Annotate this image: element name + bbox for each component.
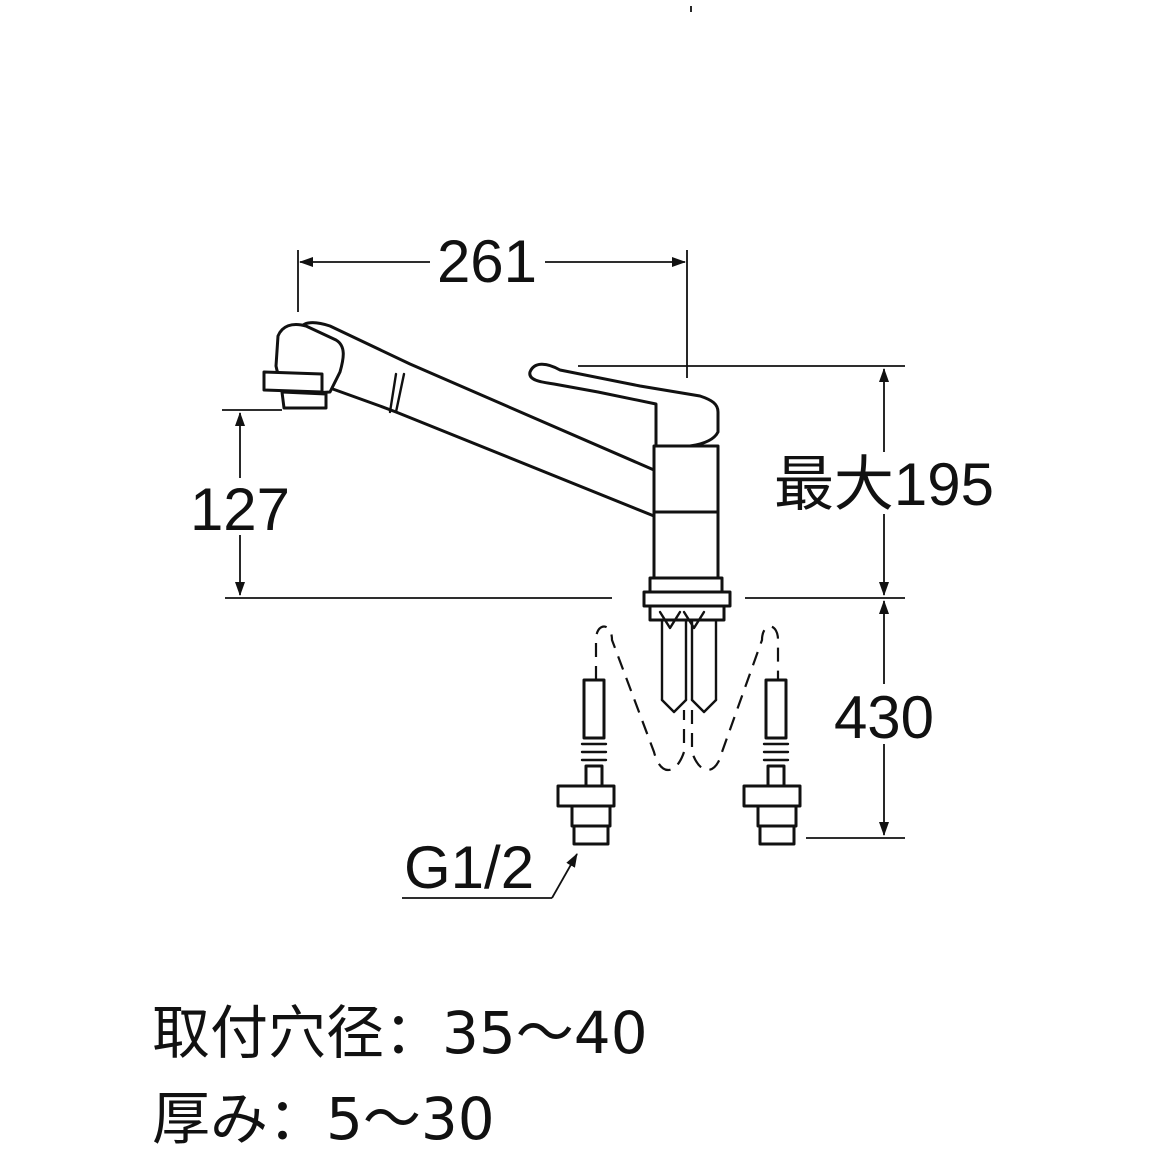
spout-seam bbox=[388, 372, 398, 414]
leader-arrow bbox=[551, 853, 578, 899]
spout-seam-2 bbox=[394, 372, 406, 414]
mounting-fittings bbox=[642, 590, 732, 714]
hose-left-neck bbox=[584, 764, 604, 788]
dimension-430: 430 bbox=[806, 600, 934, 839]
dimension-label-max-195: 最大195 bbox=[774, 451, 994, 518]
dimension-261: 261 bbox=[297, 228, 688, 378]
mounting-hole-spec: 取付穴径：35～40 bbox=[152, 999, 648, 1067]
nozzle-tip bbox=[280, 390, 328, 410]
nozzle-cap bbox=[262, 370, 324, 394]
hose-right bbox=[742, 678, 802, 846]
hose-left bbox=[556, 678, 616, 846]
connection-label: G1/2 bbox=[404, 834, 534, 901]
mounting-nut bbox=[642, 590, 732, 608]
hose-left-tube bbox=[582, 678, 606, 740]
pipe-collars bbox=[658, 610, 706, 630]
lever-handle bbox=[528, 362, 720, 452]
faucet-body bbox=[262, 321, 724, 594]
hose-right-ribs bbox=[762, 742, 790, 762]
valve-left-body bbox=[570, 804, 612, 828]
body-upper bbox=[652, 444, 720, 514]
hose-right-dashed bbox=[690, 625, 780, 771]
spout-arm bbox=[292, 321, 656, 518]
body-collar bbox=[648, 576, 724, 594]
hose-left-ribs bbox=[580, 742, 608, 762]
valve-right-body bbox=[756, 804, 798, 828]
body-lower bbox=[652, 510, 720, 580]
thickness-spec: 厚み：5～30 bbox=[152, 1085, 495, 1153]
connection-callout: G1/2 bbox=[402, 834, 578, 901]
dimension-127: 127 bbox=[190, 409, 290, 596]
dimension-label-127: 127 bbox=[190, 476, 290, 543]
valve-right-top bbox=[742, 784, 802, 808]
supply-pipes bbox=[660, 618, 718, 702]
dimension-max-195: 最大195 bbox=[578, 365, 994, 596]
dimension-label-430: 430 bbox=[834, 684, 934, 751]
hose-right-tube bbox=[764, 678, 788, 740]
hose-left-dashed bbox=[594, 625, 686, 771]
valve-left-top bbox=[556, 784, 616, 808]
mounting-washer bbox=[648, 604, 726, 622]
hose-right-neck bbox=[766, 764, 786, 788]
pipe-ends bbox=[660, 698, 718, 714]
valve-right-connector bbox=[758, 824, 796, 846]
valve-left-connector bbox=[572, 824, 610, 846]
dimension-label-261: 261 bbox=[437, 228, 537, 295]
